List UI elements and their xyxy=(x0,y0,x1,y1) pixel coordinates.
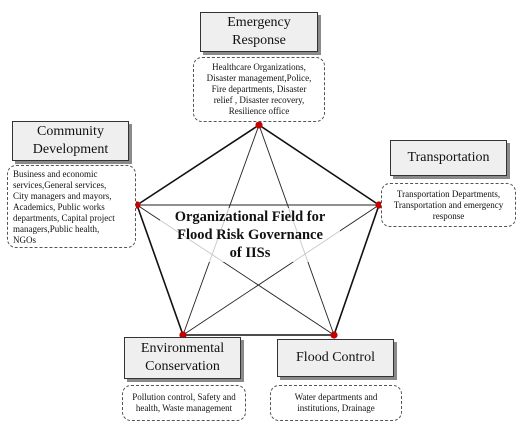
community-desc-line: Business and economic xyxy=(13,169,98,179)
node-emergency-dot xyxy=(255,121,263,129)
environmental-desc-line: Pollution control, Safety and xyxy=(132,392,236,402)
flood-desc-line: Water departments and xyxy=(294,392,378,402)
environmental-conservation-title-box: Environmental Conservation xyxy=(124,337,241,379)
community-title-line2: Development xyxy=(32,142,109,157)
environmental-conservation-desc-box: Pollution control, Safety and health, Wa… xyxy=(122,385,246,421)
community-desc-line: services,General services, xyxy=(13,180,107,190)
environmental-title-line2: Conservation xyxy=(145,359,220,374)
community-title-line1: Community xyxy=(37,124,104,139)
environmental-title-line1: Environmental xyxy=(140,341,225,356)
emergency-title-line2: Response xyxy=(232,33,286,48)
emergency-desc-line: Resilience office xyxy=(228,106,290,116)
center-title-line3: of IISs xyxy=(229,245,271,261)
community-desc-line: NGOs xyxy=(13,235,37,245)
community-desc-line: managers,Public health, xyxy=(13,224,100,234)
emergency-desc-line: relief , Disaster recovery, xyxy=(213,95,305,105)
diag-transportation-environmental xyxy=(182,204,380,336)
transportation-desc-line: Transportation Departments, xyxy=(396,188,501,199)
edge-environmental-community xyxy=(136,204,184,336)
emergency-desc-line: Disaster management,Police, xyxy=(206,73,312,83)
node-transportation-dot xyxy=(375,201,383,209)
flood-title: Flood Control xyxy=(296,350,375,365)
community-desc-line: Academics, Public works xyxy=(13,202,105,212)
transportation-title: Transportation xyxy=(407,150,490,165)
center-title-line1: Organizational Field for xyxy=(174,209,326,225)
transportation-title-box: Transportation xyxy=(390,140,507,176)
center-title: Organizational Field for Flood Risk Gove… xyxy=(160,208,340,262)
flood-control-title-box: Flood Control xyxy=(277,339,394,377)
emergency-desc-line: Fire departments, Disaster xyxy=(211,84,307,94)
environmental-desc-line: health, Waste management xyxy=(135,403,233,413)
edge-community-emergency xyxy=(136,124,260,206)
emergency-response-desc-box: Healthcare Organizations, Disaster manag… xyxy=(193,57,325,122)
emergency-desc-line: Healthcare Organizations, xyxy=(212,62,306,72)
node-environmental-dot xyxy=(179,331,187,339)
transportation-desc-line: response xyxy=(432,210,465,221)
node-flood-dot xyxy=(330,331,338,339)
community-desc-line: City managers and mayors, xyxy=(13,191,112,201)
edge-transportation-flood xyxy=(333,204,380,336)
emergency-response-title-box: Emergency Response xyxy=(200,12,318,52)
community-development-title-box: Community Development xyxy=(12,121,129,161)
community-development-desc-box: Business and economic services,General s… xyxy=(7,165,136,248)
flood-control-desc-box: Water departments and institutions, Drai… xyxy=(270,385,402,421)
community-desc-line: departments, Capital project xyxy=(13,213,115,223)
pentagon-edges xyxy=(136,124,380,336)
center-title-line2: Flood Risk Governance xyxy=(177,227,323,243)
edge-emergency-transportation xyxy=(258,124,380,206)
emergency-title-line1: Emergency xyxy=(227,15,291,30)
transportation-desc-box: Transportation Departments, Transportati… xyxy=(381,183,516,227)
transportation-desc-line: Transportation and emergency xyxy=(393,199,504,210)
flood-desc-line: institutions, Drainage xyxy=(297,403,375,413)
